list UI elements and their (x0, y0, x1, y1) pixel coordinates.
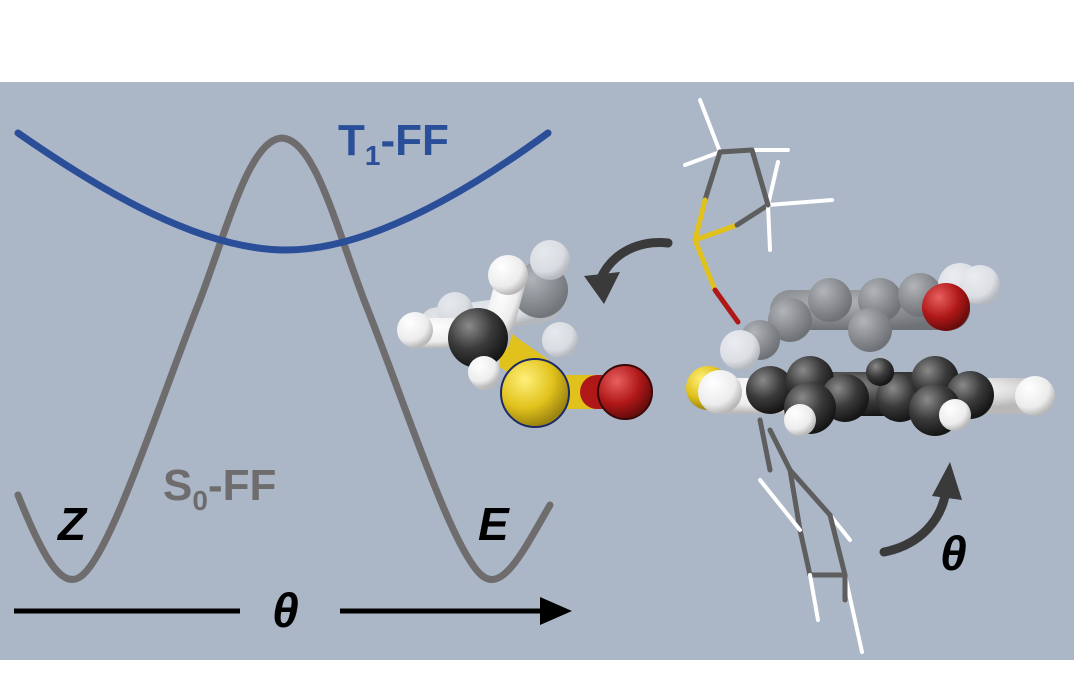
axis-arrowhead (540, 597, 572, 625)
s0-label-suffix: -FF (208, 461, 276, 510)
oxygen-atom (597, 364, 653, 420)
sulfur-atom (500, 358, 570, 428)
foreground-sulfoxide-molecule (397, 240, 653, 428)
t1-label-main: T (338, 116, 365, 165)
t1-label-suffix: -FF (380, 116, 448, 165)
s0-label: S0-FF (163, 461, 276, 516)
curved-arrow-rotation-head (932, 462, 962, 500)
curved-arrow-upper-head (584, 272, 620, 304)
t1-curve (14, 129, 552, 254)
s0-label-main: S (163, 461, 192, 510)
rotation-theta-label: θ (940, 528, 967, 581)
wireframe-molecule (683, 98, 864, 654)
axis-theta-label: θ (272, 585, 299, 638)
carbon-atom (448, 308, 508, 368)
z-isomer-label: Z (56, 498, 88, 550)
s0-label-sub: 0 (192, 485, 208, 516)
t1-label: T1-FF (338, 116, 449, 171)
curved-arrow-rotation (879, 485, 951, 557)
s0-curve (14, 134, 554, 583)
curved-arrow-upper (595, 238, 673, 285)
t1-label-sub: 1 (365, 140, 381, 171)
foreground-ring-molecule (686, 356, 1055, 436)
faded-molecule (720, 263, 1000, 370)
e-isomer-label: E (478, 498, 510, 550)
oxygen-atom-faded (922, 283, 970, 331)
